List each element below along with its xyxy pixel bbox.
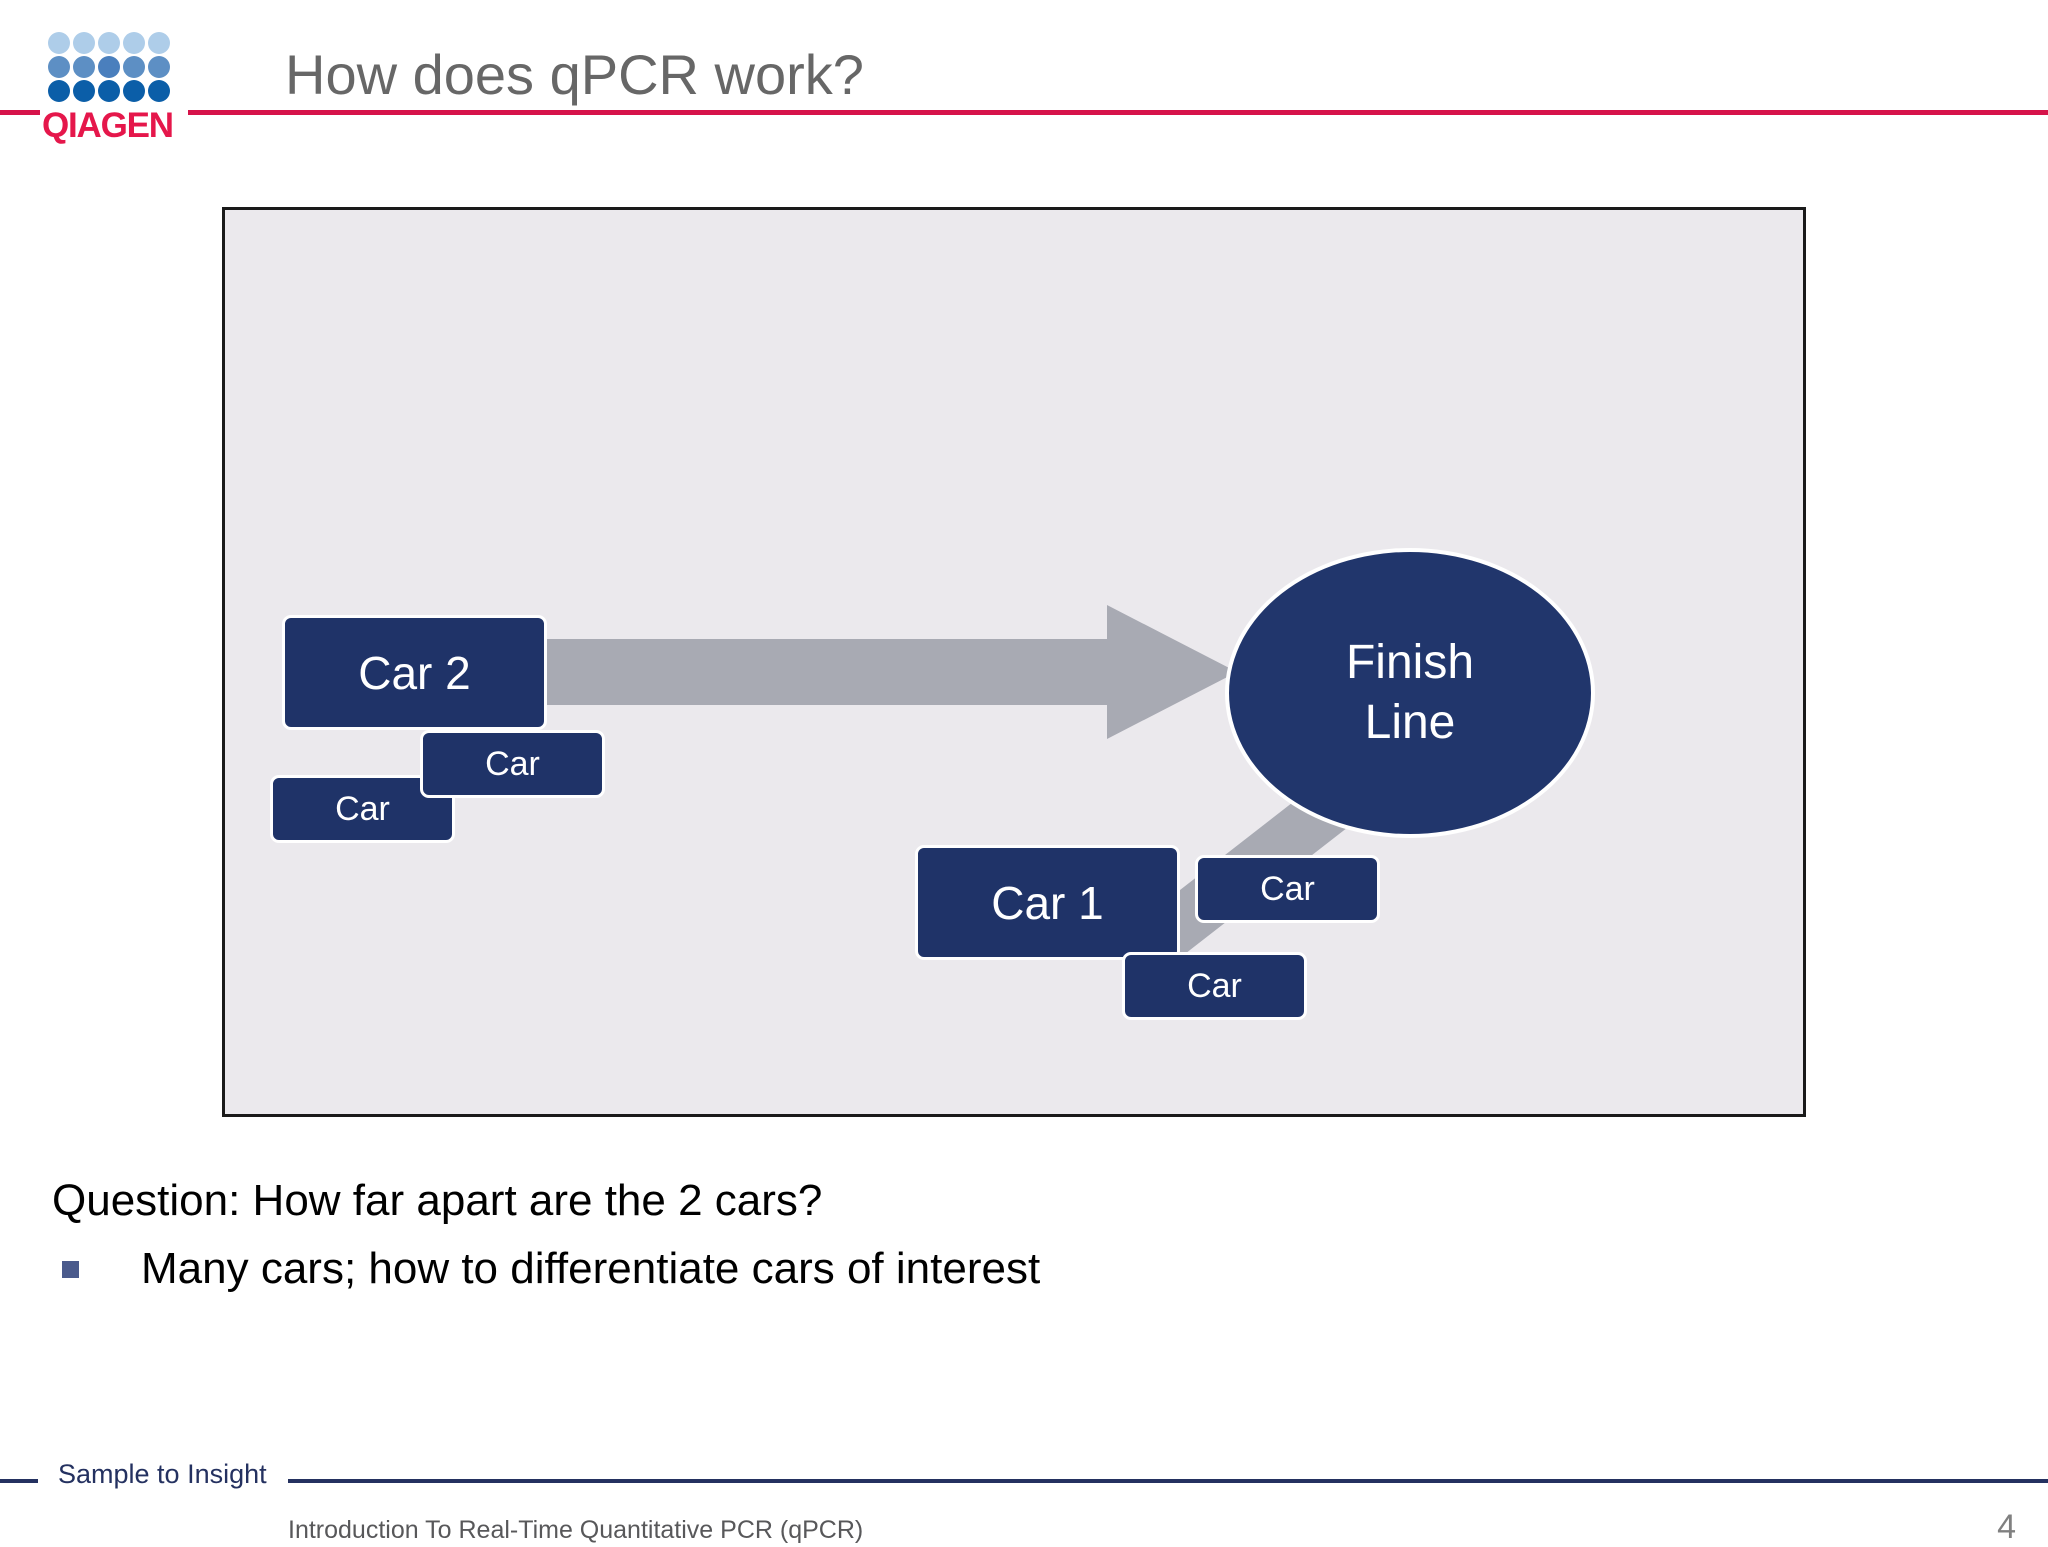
logo-dot (148, 32, 170, 54)
footer-rule-right (288, 1479, 2048, 1483)
logo-dot (148, 56, 170, 78)
car-2-box[interactable]: Car 2 (282, 615, 547, 730)
car-1-box[interactable]: Car 1 (915, 845, 1180, 960)
logo-dot (98, 32, 120, 54)
diagram-container: Car 2 Car 1 Car Car Car Car Finish Line (222, 207, 1806, 1117)
header-rule-left-dash (0, 110, 40, 115)
logo-dot (48, 56, 70, 78)
logo-dot (98, 56, 120, 78)
finish-line-ellipse[interactable]: Finish Line (1225, 548, 1595, 838)
logo-dot-row (48, 56, 178, 78)
car-small-box-4[interactable]: Car (1122, 952, 1307, 1020)
car-small-label-1: Car (335, 790, 390, 828)
car-small-label-4: Car (1187, 967, 1242, 1005)
footer-tagline: Sample to Insight (58, 1459, 267, 1489)
logo-dot (148, 80, 170, 102)
finish-line-label-top: Finish (1345, 636, 1475, 689)
qiagen-logo: QIAGEN (42, 32, 182, 145)
page-title: How does qPCR work? (285, 43, 864, 106)
logo-dot (123, 32, 145, 54)
slide-header: QIAGEN How does qPCR work? (0, 0, 2048, 150)
header-rule-right (188, 110, 2048, 115)
logo-dot (73, 80, 95, 102)
car-1-label: Car 1 (991, 876, 1104, 929)
car-2-label: Car 2 (358, 646, 471, 699)
car-small-box-1[interactable]: Car (270, 775, 455, 843)
footer-rule-left-dash (0, 1479, 38, 1483)
logo-dot (123, 80, 145, 102)
qiagen-logo-dots (48, 32, 178, 107)
car-small-box-3[interactable]: Car (1195, 855, 1380, 923)
qiagen-wordmark: QIAGEN (42, 106, 174, 145)
page-number: 4 (1997, 1508, 2016, 1546)
logo-dot (73, 32, 95, 54)
car-small-box-2[interactable]: Car (420, 730, 605, 798)
car-small-label-3: Car (1260, 870, 1315, 908)
bullet-item-label: Many cars; how to differentiate cars of … (141, 1244, 1041, 1293)
footer-subtitle: Introduction To Real-Time Quantitative P… (288, 1516, 864, 1544)
logo-dot (48, 80, 70, 102)
logo-dot (98, 80, 120, 102)
car-small-label-2: Car (485, 745, 540, 783)
logo-dot-row (48, 32, 178, 54)
logo-dot (48, 32, 70, 54)
logo-dot-row (48, 80, 178, 102)
logo-dot (123, 56, 145, 78)
question-text: Question: How far apart are the 2 cars? (52, 1176, 823, 1225)
finish-line-label-bottom: Line (1364, 696, 1456, 749)
bullet-list-item: Many cars; how to differentiate cars of … (62, 1244, 1040, 1294)
arrow-horizontal-icon (547, 605, 1237, 739)
logo-dot (73, 56, 95, 78)
bullet-square-icon (62, 1260, 79, 1278)
